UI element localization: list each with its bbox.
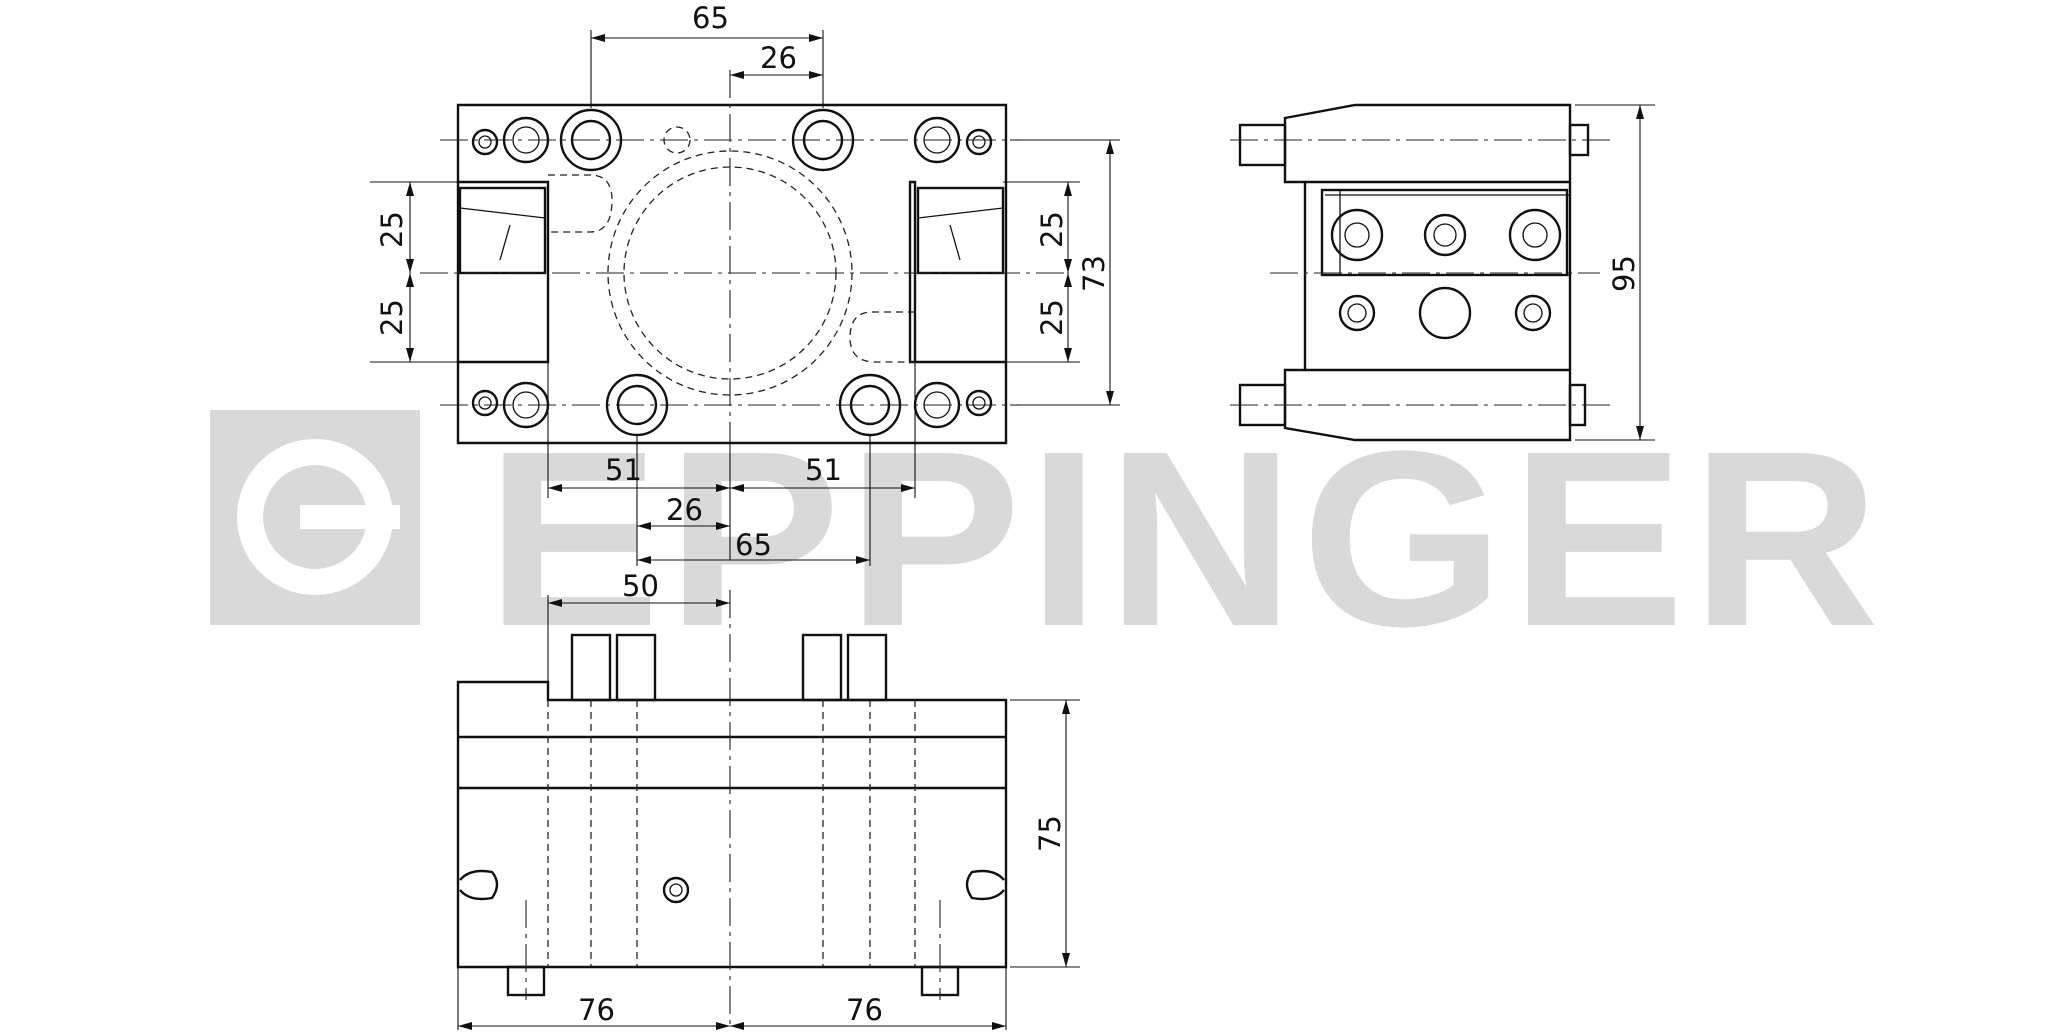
dim-bottom-51-left: 51	[605, 453, 642, 487]
dim-top-65: 65	[692, 1, 729, 35]
dim-left-25-upper: 25	[375, 211, 409, 248]
eppinger-watermark: EPPINGER	[210, 399, 1886, 678]
dim-front-76-left: 76	[578, 993, 615, 1027]
dim-right-73: 73	[1077, 255, 1111, 292]
dim-right-25-upper: 25	[1035, 211, 1069, 248]
dim-front-76-right: 76	[846, 993, 883, 1027]
side-pin-top	[1238, 123, 1287, 167]
top-screws	[471, 108, 993, 172]
dim-left-25-lower: 25	[375, 299, 409, 336]
front-view: 50 75 76 76	[456, 569, 1080, 1030]
bottom-screws	[471, 373, 993, 437]
dim-front-75: 75	[1033, 815, 1067, 852]
top-view: 65 26 25 25 25 25 73 51 51	[370, 1, 1120, 566]
front-pins	[570, 633, 888, 702]
dim-front-50: 50	[622, 569, 659, 603]
dim-right-25-lower: 25	[1035, 299, 1069, 336]
watermark-brand-text: EPPINGER	[486, 399, 1886, 678]
dim-side-95: 95	[1607, 255, 1641, 292]
right-clamp-block	[916, 186, 1005, 275]
dim-bottom-65: 65	[735, 528, 772, 562]
dim-bottom-51-right: 51	[805, 453, 842, 487]
front-view-outline	[456, 680, 1008, 969]
side-view-outline	[1283, 103, 1572, 442]
dim-top-26: 26	[760, 41, 797, 75]
side-view: 95	[1230, 103, 1655, 442]
left-clamp-block	[458, 186, 547, 275]
dim-bottom-26: 26	[666, 493, 703, 527]
watermark-logo-bar	[300, 505, 400, 529]
